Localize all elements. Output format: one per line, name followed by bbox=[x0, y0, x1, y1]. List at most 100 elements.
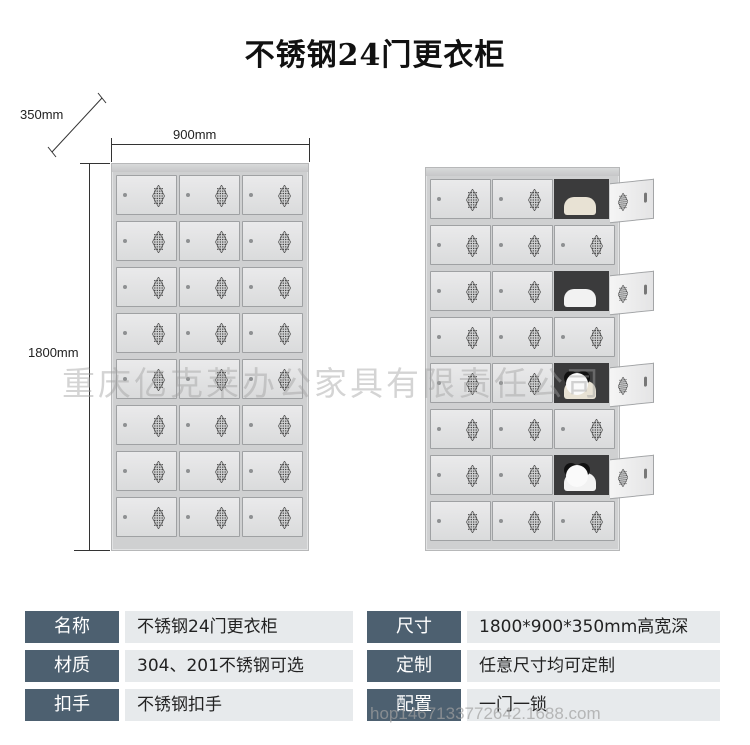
lock-icon bbox=[499, 197, 503, 201]
lock-icon bbox=[123, 515, 127, 519]
locker-door[interactable] bbox=[554, 409, 615, 449]
panda-toy bbox=[566, 373, 588, 395]
locker-door[interactable] bbox=[242, 359, 303, 399]
diamond-vent-icon bbox=[527, 234, 542, 258]
diamond-vent-icon bbox=[277, 230, 292, 254]
diamond-vent-icon bbox=[527, 464, 542, 488]
spec-row: 扣手 不锈钢扣手 配置 一门一锁 bbox=[25, 689, 720, 721]
locker-door[interactable] bbox=[179, 359, 240, 399]
locker-door[interactable] bbox=[116, 267, 177, 307]
locker-door[interactable] bbox=[179, 221, 240, 261]
cabinet-top bbox=[426, 168, 619, 176]
swing-door[interactable] bbox=[610, 362, 654, 408]
locker-door[interactable] bbox=[242, 313, 303, 353]
lock-icon bbox=[499, 289, 503, 293]
height-tick-bottom bbox=[74, 550, 110, 551]
diamond-vent-icon bbox=[214, 322, 229, 346]
spec-value: 1800*900*350mm高宽深 bbox=[467, 611, 720, 643]
locker-door[interactable] bbox=[179, 405, 240, 445]
diamond-vent-icon bbox=[465, 234, 480, 258]
open-compartment bbox=[554, 363, 609, 403]
diamond-vent-icon bbox=[214, 184, 229, 208]
locker-door[interactable] bbox=[492, 501, 553, 541]
height-tick-top bbox=[80, 163, 110, 164]
locker-door[interactable] bbox=[492, 179, 553, 219]
locker-door[interactable] bbox=[179, 313, 240, 353]
door-handle bbox=[644, 192, 647, 203]
locker-door[interactable] bbox=[242, 267, 303, 307]
lock-icon bbox=[123, 469, 127, 473]
lock-icon bbox=[249, 239, 253, 243]
locker-door[interactable] bbox=[492, 363, 553, 403]
lock-icon bbox=[499, 335, 503, 339]
locker-door[interactable] bbox=[430, 363, 491, 403]
diamond-vent-icon bbox=[617, 192, 629, 212]
locker-door[interactable] bbox=[492, 409, 553, 449]
locker-door[interactable] bbox=[242, 451, 303, 491]
door-handle bbox=[644, 284, 647, 295]
locker-door[interactable] bbox=[116, 359, 177, 399]
page-title: 不锈钢24门更衣柜 bbox=[244, 38, 506, 73]
locker-door[interactable] bbox=[116, 451, 177, 491]
lock-icon bbox=[437, 289, 441, 293]
spec-value: 任意尺寸均可定制 bbox=[467, 650, 720, 682]
locker-door[interactable] bbox=[554, 225, 615, 265]
swing-door[interactable] bbox=[610, 454, 654, 500]
locker-door[interactable] bbox=[179, 451, 240, 491]
locker-door[interactable] bbox=[242, 405, 303, 445]
lock-icon bbox=[561, 427, 565, 431]
lock-icon bbox=[249, 469, 253, 473]
locker-door[interactable] bbox=[492, 225, 553, 265]
locker-door[interactable] bbox=[179, 497, 240, 537]
diamond-vent-icon bbox=[465, 326, 480, 350]
lock-icon bbox=[123, 239, 127, 243]
locker-door[interactable] bbox=[242, 497, 303, 537]
watermark-url: hop1467133772642.1688.com bbox=[370, 704, 601, 723]
locker-door[interactable] bbox=[554, 317, 615, 357]
diamond-vent-icon bbox=[151, 276, 166, 300]
diamond-vent-icon bbox=[589, 234, 604, 258]
lock-icon bbox=[499, 243, 503, 247]
locker-door[interactable] bbox=[554, 501, 615, 541]
lock-icon bbox=[123, 377, 127, 381]
diamond-vent-icon bbox=[465, 188, 480, 212]
open-compartment bbox=[554, 455, 609, 495]
locker-door[interactable] bbox=[492, 271, 553, 311]
lock-icon bbox=[249, 285, 253, 289]
locker-door[interactable] bbox=[179, 267, 240, 307]
locker-door[interactable] bbox=[430, 317, 491, 357]
locker-door[interactable] bbox=[116, 313, 177, 353]
locker-door[interactable] bbox=[430, 225, 491, 265]
locker-door[interactable] bbox=[430, 501, 491, 541]
lock-icon bbox=[186, 285, 190, 289]
spec-label: 名称 bbox=[25, 611, 119, 643]
width-dimension-line bbox=[111, 144, 310, 145]
spec-label: 材质 bbox=[25, 650, 119, 682]
diamond-vent-icon bbox=[214, 230, 229, 254]
locker-door[interactable] bbox=[116, 175, 177, 215]
spec-value: 不锈钢扣手 bbox=[125, 689, 353, 721]
lock-icon bbox=[437, 381, 441, 385]
lock-icon bbox=[561, 335, 565, 339]
locker-door[interactable] bbox=[430, 455, 491, 495]
swing-door[interactable] bbox=[610, 178, 654, 224]
diamond-vent-icon bbox=[214, 506, 229, 530]
height-dimension-line bbox=[89, 163, 90, 551]
locker-door[interactable] bbox=[116, 497, 177, 537]
swing-door[interactable] bbox=[610, 270, 654, 316]
locker-door[interactable] bbox=[430, 271, 491, 311]
locker-door[interactable] bbox=[430, 409, 491, 449]
locker-door[interactable] bbox=[492, 455, 553, 495]
diamond-vent-icon bbox=[214, 414, 229, 438]
locker-door[interactable] bbox=[430, 179, 491, 219]
diamond-vent-icon bbox=[527, 280, 542, 304]
locker-door[interactable] bbox=[242, 221, 303, 261]
locker-door[interactable] bbox=[116, 405, 177, 445]
locker-door[interactable] bbox=[242, 175, 303, 215]
lock-icon bbox=[186, 239, 190, 243]
locker-door[interactable] bbox=[492, 317, 553, 357]
locker-door[interactable] bbox=[116, 221, 177, 261]
lock-icon bbox=[499, 473, 503, 477]
width-tick-left bbox=[111, 138, 112, 162]
locker-door[interactable] bbox=[179, 175, 240, 215]
